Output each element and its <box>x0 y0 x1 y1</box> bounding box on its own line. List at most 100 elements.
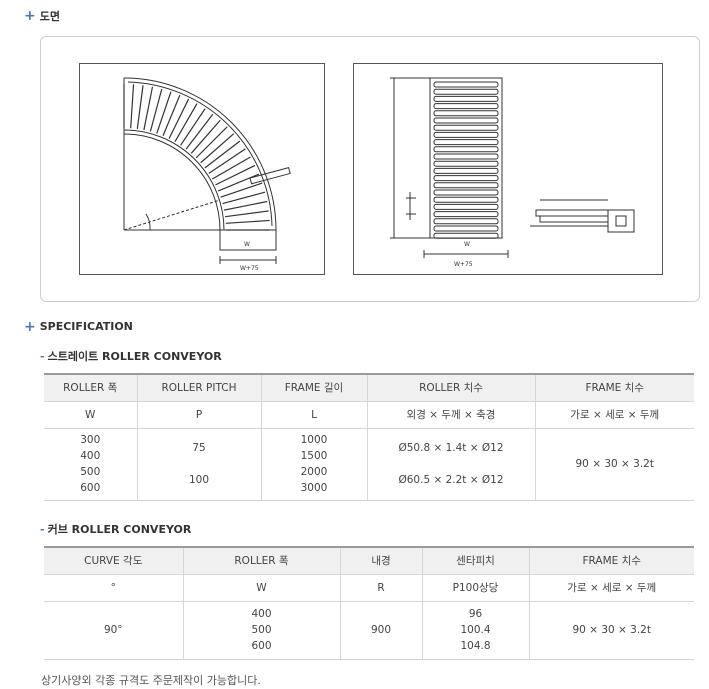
unit-cell: L <box>260 400 368 429</box>
roller-line <box>185 113 214 150</box>
table-row: 90° 400 500 600 900 96 100.4 104.8 90 × … <box>44 600 694 660</box>
value: 400 <box>251 608 272 620</box>
header-cell: CURVE 각도 <box>44 546 184 575</box>
straight-conveyor-heading: -스트레이트 ROLLER CONVEYOR <box>40 348 222 364</box>
drawing-box: W+75 W <box>40 36 700 302</box>
dash-icon: - <box>40 523 45 536</box>
value: 1000 <box>300 434 328 446</box>
curve-width-label: W+75 <box>240 265 259 272</box>
unit-cell: W <box>182 573 341 602</box>
roller-rect <box>433 88 499 95</box>
unit-cell: 외경 × 두께 × 축경 <box>366 400 536 429</box>
straight-spec-table: ROLLER 폭 ROLLER PITCH FRAME 길이 ROLLER 치수… <box>44 373 694 501</box>
roller-line <box>143 86 154 131</box>
header-cell: ROLLER PITCH <box>136 373 262 402</box>
curve-conveyor-drawing: W+75 W <box>79 63 325 275</box>
plus-icon: + <box>24 8 36 24</box>
roller-line <box>195 126 228 159</box>
roller-rect <box>433 81 499 88</box>
unit-cell: 가로 × 세로 × 두께 <box>534 400 694 429</box>
roller-rect <box>433 211 499 218</box>
roller-line <box>174 103 198 142</box>
roller-rect <box>433 175 499 182</box>
roller-line <box>162 94 181 136</box>
value: 300 <box>80 434 101 446</box>
drawing-section-title: 도면 <box>39 10 60 23</box>
value: 600 <box>80 482 101 494</box>
inner-radius-cell: 900 <box>339 600 423 660</box>
roller-line <box>218 173 260 192</box>
header-cell: FRAME 치수 <box>534 373 694 402</box>
curve-spec-table: CURVE 각도 ROLLER 폭 내경 센타피치 FRAME 치수 ° W R… <box>44 546 694 660</box>
value: 100.4 <box>460 624 491 636</box>
roller-line <box>156 91 172 134</box>
roller-rect <box>433 124 499 131</box>
curve-roller-label: W <box>244 241 250 248</box>
straight-width-label: W+75 <box>454 261 473 268</box>
header-cell: 내경 <box>339 546 423 575</box>
unit-cell: ° <box>44 573 184 602</box>
roller-line <box>149 88 163 132</box>
dash-icon: - <box>40 350 45 363</box>
table-header-row: CURVE 각도 ROLLER 폭 내경 센타피치 FRAME 치수 <box>44 546 694 575</box>
roller-rect <box>433 203 499 210</box>
value: 600 <box>251 640 272 652</box>
roller-rect <box>433 146 499 153</box>
roller-line <box>222 191 266 205</box>
value: 1500 <box>300 450 328 462</box>
roller-line <box>130 84 135 129</box>
roller-rect <box>433 160 499 167</box>
value: Ø60.5 × 2.2t × Ø12 <box>398 474 504 486</box>
spec-section-title: SPECIFICATION <box>39 320 133 333</box>
straight-drawing-svg: W+75 W <box>390 77 635 268</box>
table-unit-row: ° W R P100상당 가로 × 세로 × 두께 <box>44 573 694 602</box>
value: 500 <box>80 466 101 478</box>
roller-line <box>180 108 206 146</box>
roller-line <box>212 156 251 180</box>
roller-line <box>220 182 263 198</box>
roller-line <box>204 140 241 169</box>
roller-rect <box>433 131 499 138</box>
straight-conveyor-title: 스트레이트 ROLLER CONVEYOR <box>47 350 222 363</box>
value: 500 <box>251 624 272 636</box>
value: 2000 <box>300 466 328 478</box>
roller-rect <box>433 95 499 102</box>
header-cell: 센타피치 <box>421 546 530 575</box>
curve-drawing-svg: W+75 W <box>123 77 291 272</box>
roller-line <box>136 85 144 129</box>
table-header-row: ROLLER 폭 ROLLER PITCH FRAME 길이 ROLLER 치수… <box>44 373 694 402</box>
header-cell: FRAME 치수 <box>528 546 694 575</box>
frame-dimension-cell: 90 × 30 × 3.2t <box>528 600 694 660</box>
roller-line <box>225 219 270 224</box>
roller-dimension-cell: Ø50.8 × 1.4t × Ø12 Ø60.5 × 2.2t × Ø12 <box>366 427 536 501</box>
roller-rect <box>433 167 499 174</box>
drawing-section-heading: + 도면 <box>24 8 60 24</box>
straight-roller-label: W <box>464 241 470 248</box>
curve-angle-cell: 90° <box>44 600 184 660</box>
header-cell: ROLLER 치수 <box>366 373 536 402</box>
value: 75 <box>192 442 206 454</box>
header-cell: ROLLER 폭 <box>182 546 341 575</box>
custom-order-note: 상기사양외 각종 규격도 주문제작이 가능합니다. <box>41 674 261 687</box>
roller-rect <box>433 110 499 117</box>
center-pitch-cell: 96 100.4 104.8 <box>421 600 530 660</box>
header-cell: ROLLER 폭 <box>44 373 138 402</box>
unit-cell: 가로 × 세로 × 두께 <box>528 573 694 602</box>
roller-rect <box>433 103 499 110</box>
roller-line <box>168 98 190 139</box>
frame-dimension-cell: 90 × 30 × 3.2t <box>534 427 694 501</box>
curve-conveyor-title: 커브 ROLLER CONVEYOR <box>47 523 192 536</box>
unit-cell: P <box>136 400 262 429</box>
plus-icon: + <box>24 318 36 335</box>
value: Ø50.8 × 1.4t × Ø12 <box>398 442 504 454</box>
unit-cell: P100상당 <box>421 573 530 602</box>
roller-line <box>200 133 235 164</box>
roller-line <box>208 148 246 174</box>
roller-line <box>215 164 256 186</box>
roller-rect <box>433 196 499 203</box>
roller-pitch-cell: 75 100 <box>136 427 262 501</box>
roller-rect <box>433 189 499 196</box>
value: 400 <box>80 450 101 462</box>
roller-width-cell: 300 400 500 600 <box>44 427 138 501</box>
roller-rect <box>433 182 499 189</box>
